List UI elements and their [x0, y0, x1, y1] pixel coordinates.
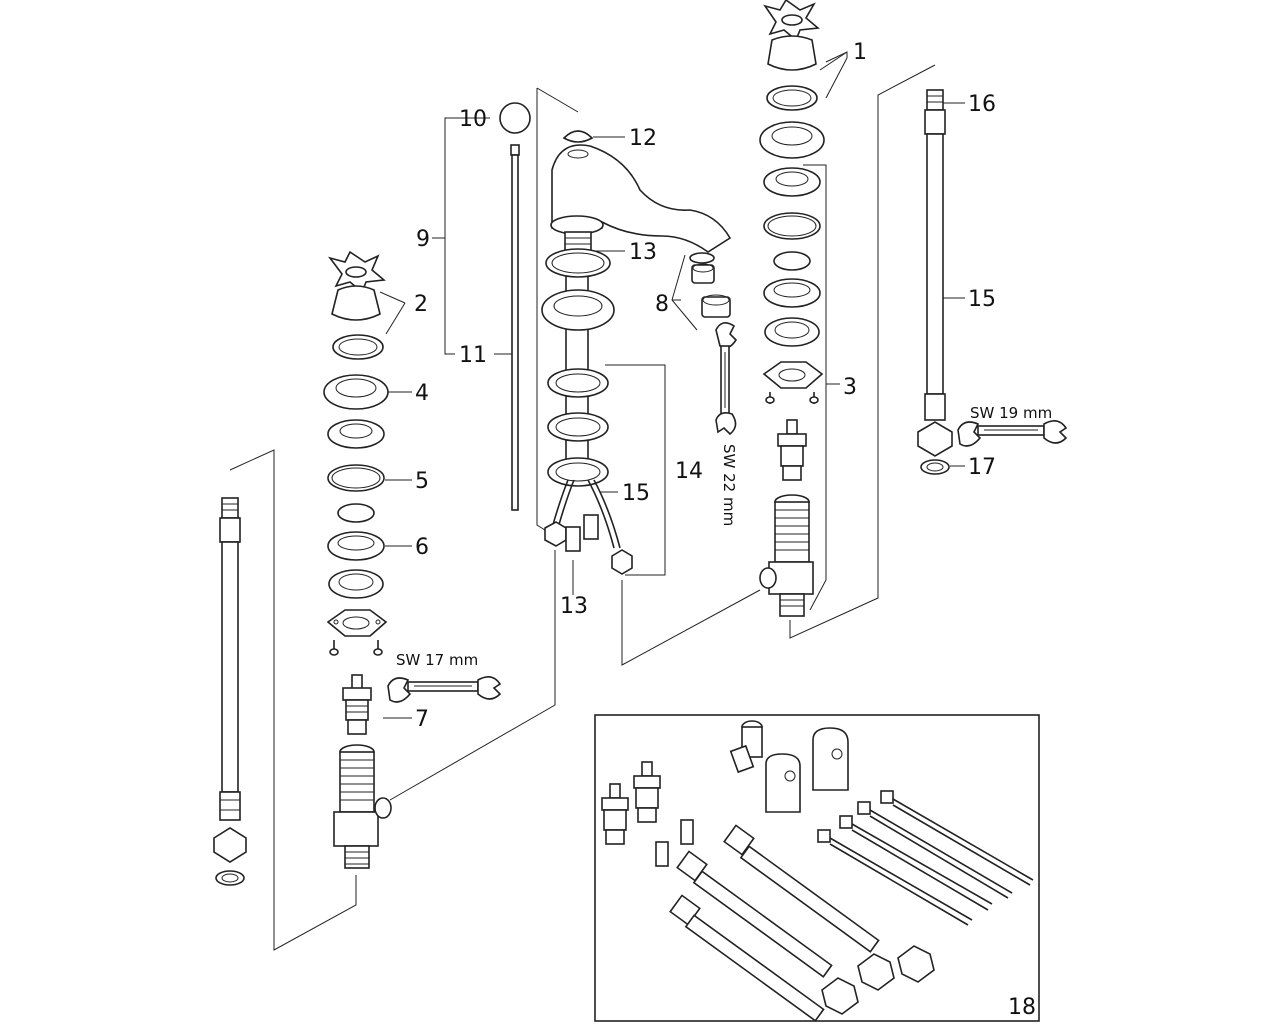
callout-15-spout: 15	[622, 481, 650, 506]
sleeve-13-icon	[583, 514, 599, 540]
callout-18: 18	[1008, 995, 1036, 1020]
wrench-sw19-icon	[957, 420, 1068, 447]
label-sw17: SW 17 mm	[396, 651, 478, 669]
callout-5: 5	[415, 469, 429, 494]
sleeve-13-icon	[565, 526, 581, 552]
ring-icon	[547, 368, 609, 398]
left-cross-handle-icon	[327, 250, 386, 321]
wrench-sw22-icon	[715, 322, 738, 436]
wrench-labels: SW 17 mm SW 19 mm SW 22 mm	[396, 404, 1052, 669]
ring-icon	[547, 412, 609, 442]
callout-7: 7	[415, 707, 429, 732]
screw-icon	[329, 640, 383, 656]
elbow-fitting-icon	[729, 720, 763, 774]
callout-labels: 1 2 3 4 5 6 7 8 9 10 11 12 13 13 14 15 1…	[414, 40, 1036, 1020]
base-gasket-icon	[541, 289, 615, 331]
service-kit-box	[594, 714, 1040, 1022]
callout-12: 12	[629, 126, 657, 151]
cartridge-icon	[633, 761, 661, 823]
left-valve-body-icon	[333, 744, 392, 869]
hose-nut-icon	[611, 549, 633, 575]
kit-hose-icon	[723, 824, 935, 983]
callout-2: 2	[414, 292, 428, 317]
callout-13-spout: 13	[629, 240, 657, 265]
callout-10: 10	[459, 107, 487, 132]
adapter-icon	[680, 819, 694, 845]
label-sw19: SW 19 mm	[970, 404, 1052, 422]
callout-9: 9	[416, 227, 430, 252]
hose-nut-icon	[544, 521, 567, 547]
right-cross-handle-icon	[763, 0, 820, 71]
callout-17: 17	[968, 455, 996, 480]
callout-16: 16	[968, 92, 996, 117]
flange-plate-icon	[762, 361, 824, 389]
kit-hose-icon	[669, 894, 859, 1022]
knob-10-icon	[499, 102, 531, 134]
callout-8: 8	[655, 292, 669, 317]
right-valve-body-icon	[759, 494, 814, 617]
cartridge-7-icon	[342, 674, 372, 735]
callout-15-hose: 15	[968, 287, 996, 312]
flange-plate-icon	[326, 609, 388, 637]
ring-icon	[547, 457, 609, 487]
cartridge-icon	[601, 783, 629, 845]
assembly-lines	[229, 51, 965, 951]
callout-14: 14	[675, 459, 703, 484]
callout-4: 4	[415, 381, 429, 406]
gasket-icon	[545, 248, 611, 278]
callout-3: 3	[843, 375, 857, 400]
aerator-8-icon	[689, 252, 731, 318]
right-flex-hose-icon	[917, 89, 953, 475]
label-sw22: SW 22 mm	[720, 444, 738, 526]
ring-5-icon	[327, 464, 385, 492]
rod-11-icon	[511, 154, 519, 511]
left-flex-hose-icon	[213, 497, 247, 886]
screw-icon	[765, 392, 819, 404]
adapter-icon	[655, 841, 669, 867]
cover-4-icon	[323, 374, 389, 410]
callout-1: 1	[853, 40, 867, 65]
cable-tie-icon	[857, 801, 1013, 899]
right-handle-stack	[759, 0, 825, 617]
cable-tie-icon	[839, 815, 993, 911]
cable-tie-icon	[817, 829, 973, 926]
left-handle-stack	[323, 250, 392, 869]
kit-hose-icon	[676, 850, 895, 991]
cartridge-icon	[777, 419, 807, 481]
cable-tie-icon	[880, 790, 1034, 886]
cap-12-icon	[562, 130, 594, 143]
callout-11: 11	[459, 343, 487, 368]
callout-13-sleeve: 13	[560, 594, 588, 619]
bracket-block-icon	[765, 727, 849, 813]
callout-6: 6	[415, 535, 429, 560]
spout-body-icon	[550, 144, 732, 253]
spout-assembly	[499, 102, 732, 575]
small-ring-icon	[337, 503, 375, 523]
wrench-sw17-icon	[387, 676, 502, 703]
